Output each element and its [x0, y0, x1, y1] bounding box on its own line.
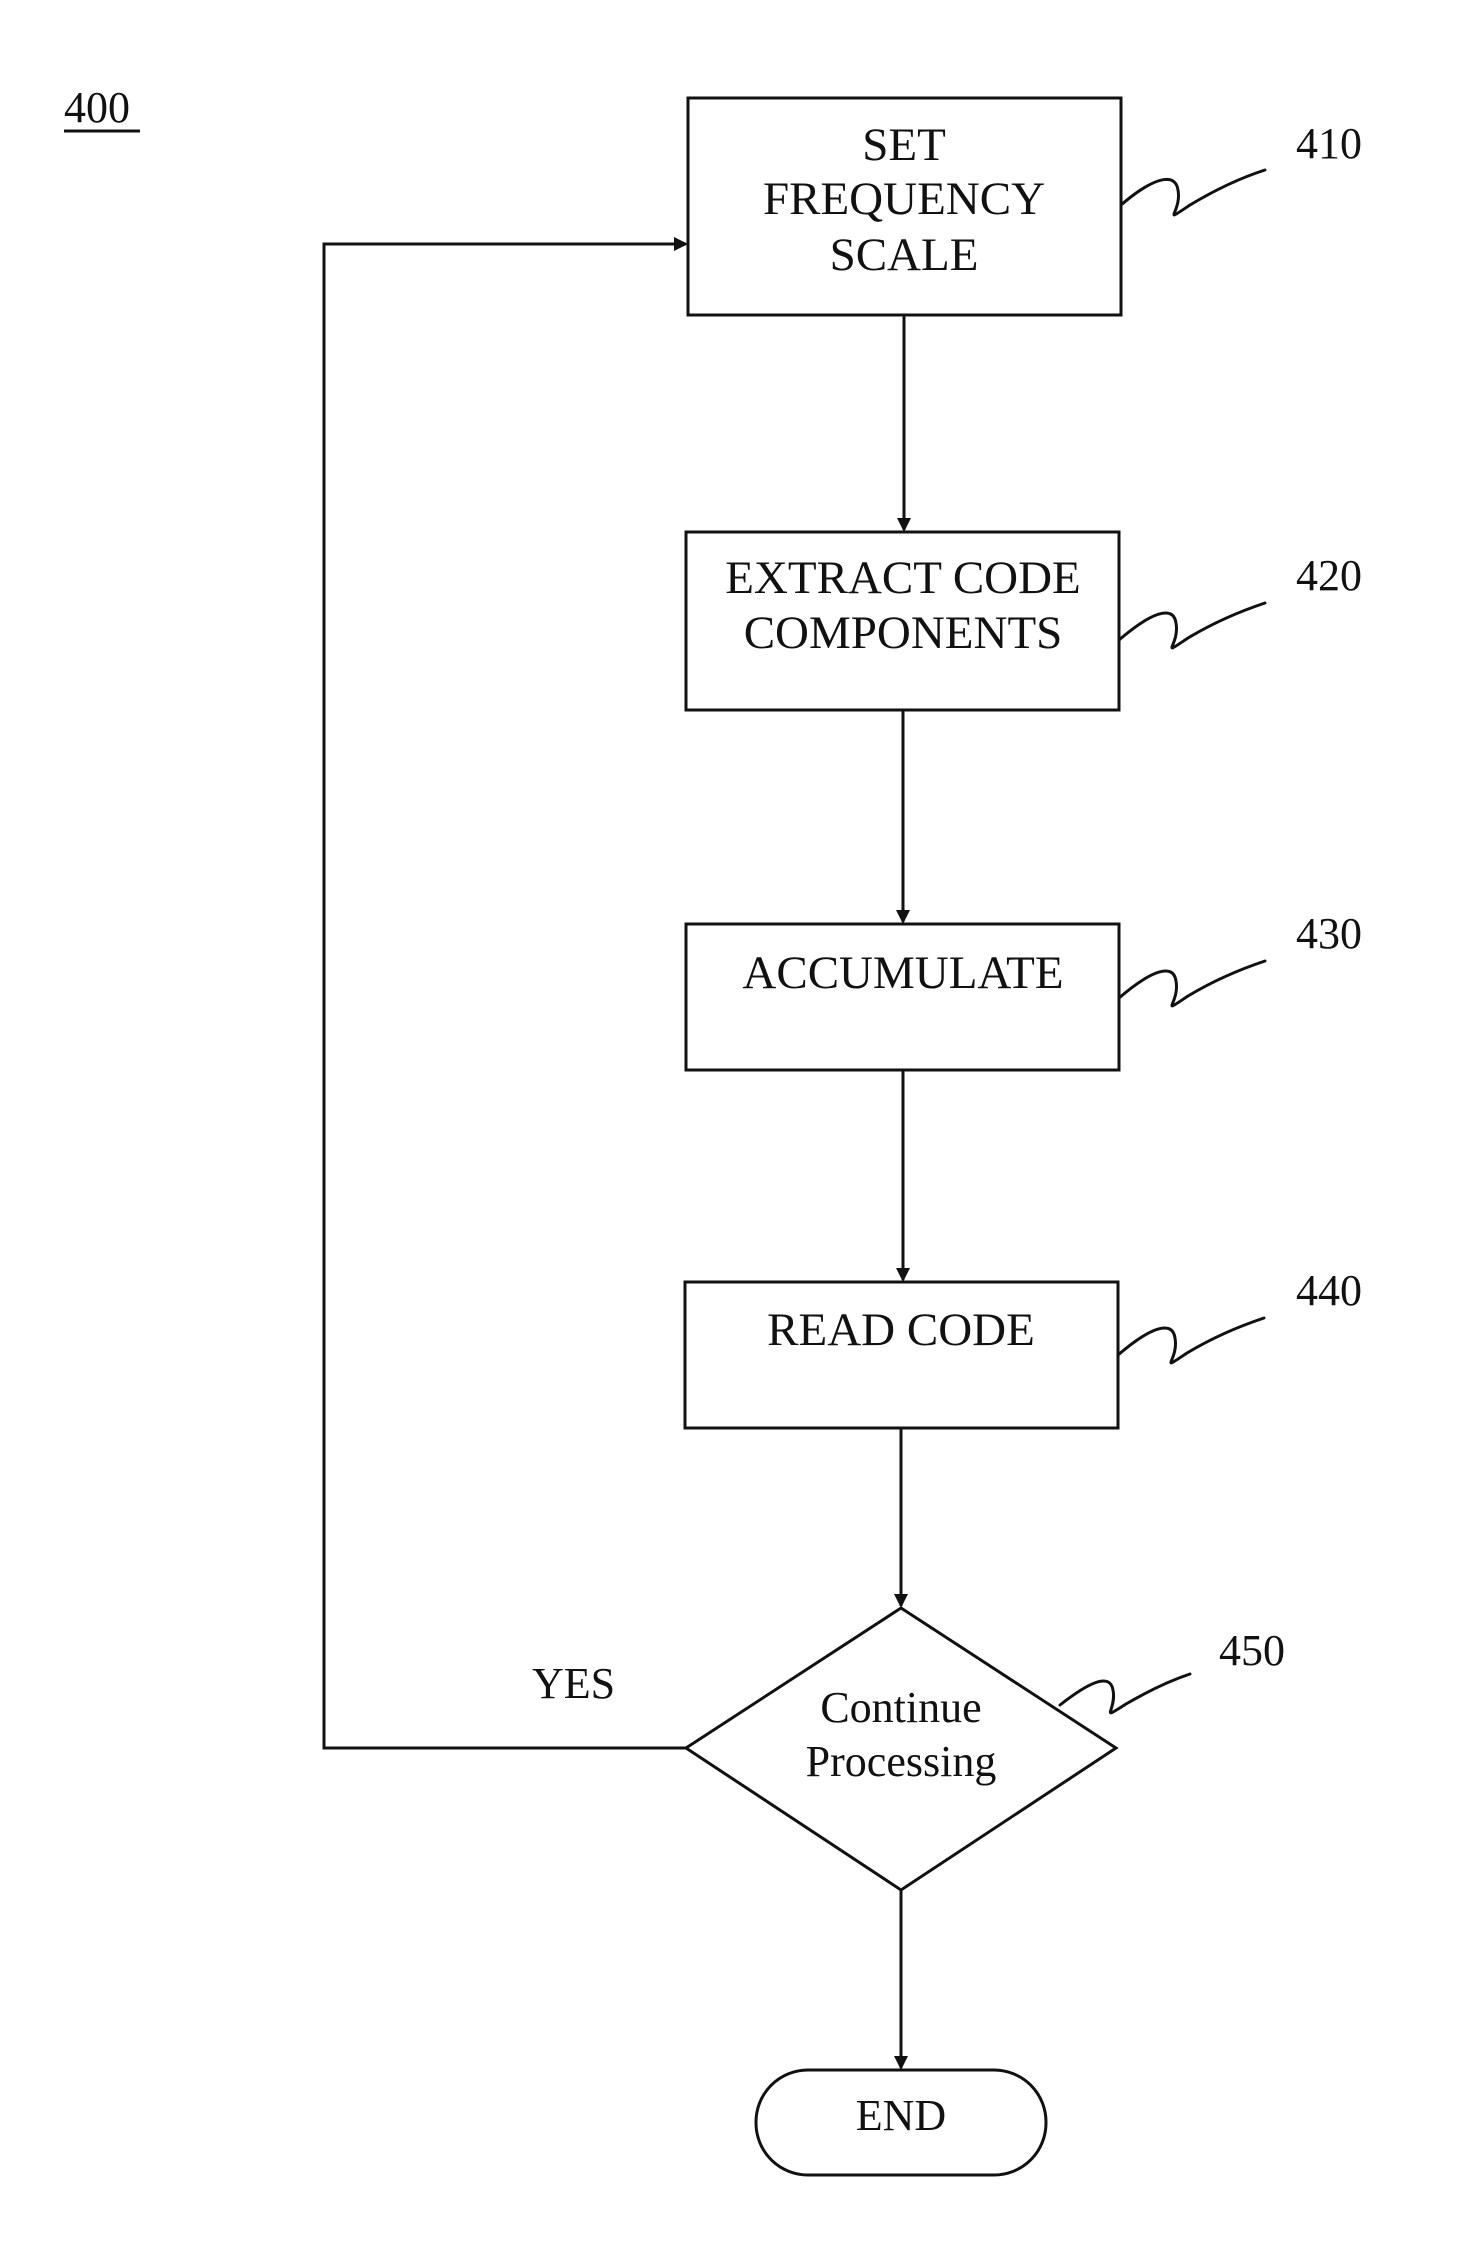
leader-squiggle-430	[1119, 961, 1265, 1006]
step-420-line-1: EXTRACT CODE	[725, 552, 1081, 604]
step-410-line-3: SCALE	[830, 229, 979, 281]
figure-number: 400	[64, 83, 130, 132]
arrow-yes-loop-to-410	[324, 244, 686, 1748]
decision-450-line-1: Continue	[820, 1683, 981, 1732]
end-label: END	[856, 2091, 946, 2140]
step-410-line-1: SET	[862, 119, 946, 171]
step-430-line-1: ACCUMULATE	[742, 947, 1063, 999]
step-440-line-1: READ CODE	[767, 1304, 1035, 1356]
step-read-code: READ CODE 440	[685, 1266, 1362, 1428]
ref-420: 420	[1296, 551, 1362, 600]
step-accumulate: ACCUMULATE 430	[686, 909, 1362, 1070]
step-set-frequency-scale: SET FREQUENCY SCALE 410	[688, 98, 1362, 315]
ref-440: 440	[1296, 1266, 1362, 1315]
step-420-line-2: COMPONENTS	[744, 607, 1063, 659]
decision-continue-processing: Continue Processing 450	[686, 1608, 1285, 1890]
ref-410: 410	[1296, 119, 1362, 168]
terminal-end: END	[756, 2070, 1046, 2175]
leader-squiggle-450	[1060, 1674, 1190, 1713]
step-extract-code-components: EXTRACT CODE COMPONENTS 420	[686, 532, 1362, 710]
leader-squiggle-410	[1121, 170, 1265, 215]
leader-squiggle-420	[1119, 603, 1265, 648]
step-410-line-2: FREQUENCY	[763, 173, 1045, 225]
yes-label: YES	[532, 1659, 615, 1708]
ref-430: 430	[1296, 909, 1362, 958]
ref-450: 450	[1219, 1626, 1285, 1675]
decision-450-line-2: Processing	[806, 1737, 997, 1786]
leader-squiggle-440	[1118, 1318, 1264, 1363]
